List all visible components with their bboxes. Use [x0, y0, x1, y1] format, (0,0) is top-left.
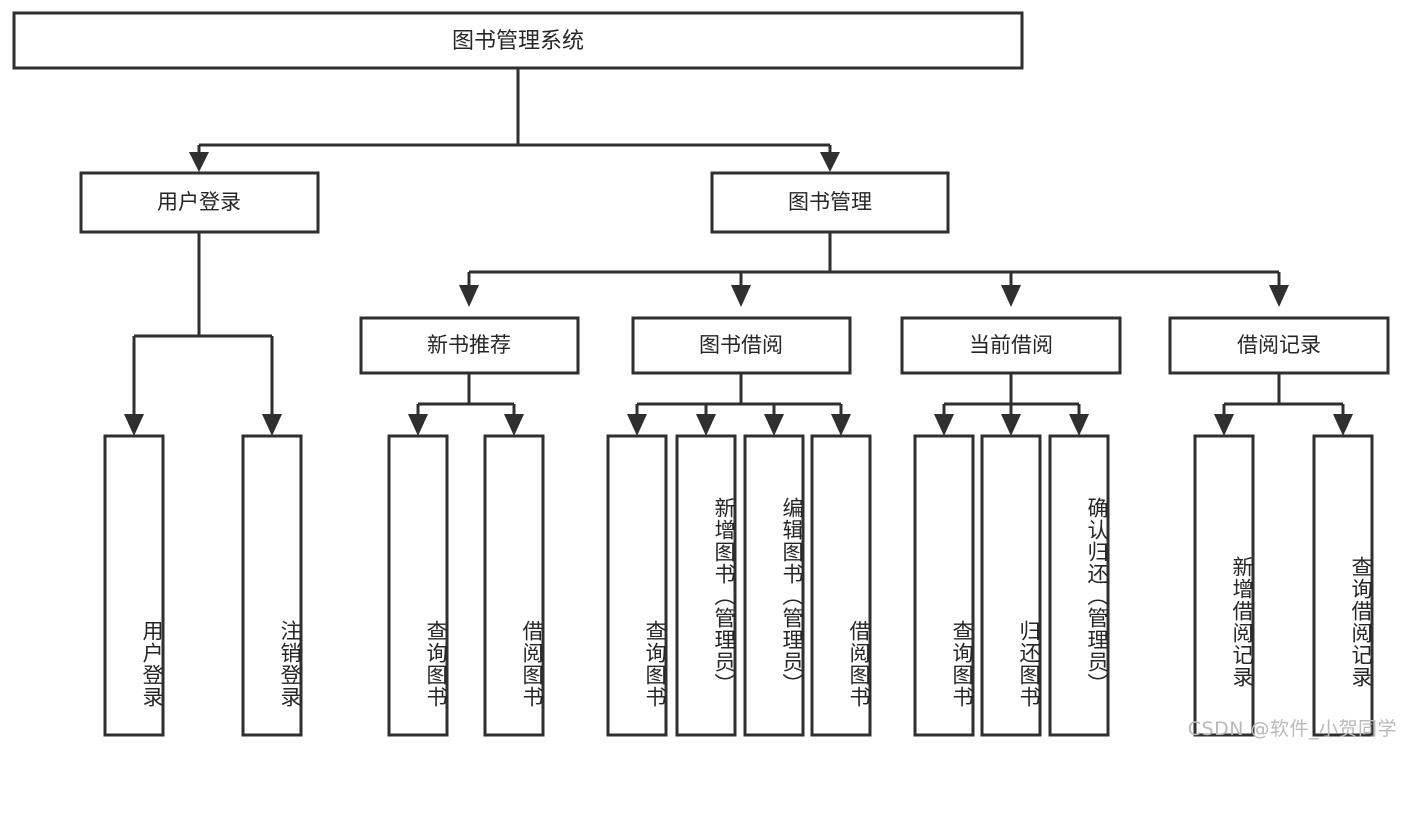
node-user-login-label: 用户登录	[157, 190, 241, 214]
leaf-box-return-book[interactable]	[980, 434, 1042, 737]
node-current-borrow[interactable]: 当前借阅	[900, 316, 1122, 375]
node-book-manage-box[interactable]	[710, 171, 950, 234]
arrow-leaf-user-login-icon	[124, 414, 144, 436]
leaf-box-confirm-return[interactable]	[1048, 434, 1110, 737]
arrow-leaf-return-book-icon	[1001, 414, 1021, 436]
leaf-box-add-book[interactable]	[675, 434, 737, 737]
leaf-box-user-logout[interactable]	[241, 434, 303, 737]
node-current-borrow-box[interactable]	[900, 316, 1122, 375]
arrow-leaf-borrow-book-2-icon	[831, 414, 851, 436]
arrow-book-borrow-icon	[731, 285, 751, 307]
arrow-book-manage-icon	[820, 152, 840, 172]
flowchart-canvas: 图书管理系统 用户登录 图书管理	[12, 11, 1397, 740]
node-root-box[interactable]	[12, 11, 1024, 70]
node-book-manage[interactable]: 图书管理	[710, 171, 950, 234]
node-book-borrow[interactable]: 图书借阅	[631, 316, 852, 375]
leaf-box-user-login[interactable]	[103, 434, 165, 737]
leaf-box-query-book-3[interactable]	[913, 434, 975, 737]
arrow-leaf-add-book-icon	[696, 414, 716, 436]
node-book-borrow-box[interactable]	[631, 316, 852, 375]
watermark-text: CSDN @软件_小贺同学	[1187, 718, 1397, 740]
arrow-leaf-add-record-icon	[1214, 414, 1234, 436]
arrow-new-book-icon	[459, 285, 479, 307]
arrow-leaf-borrow-book-1-icon	[504, 414, 524, 436]
node-new-book-recommend[interactable]: 新书推荐	[359, 316, 580, 375]
arrow-leaf-query-book-2-icon	[627, 414, 647, 436]
leaf-box-query-record[interactable]	[1312, 434, 1374, 737]
arrow-leaf-query-book-1-icon	[408, 414, 428, 436]
arrow-leaf-edit-book-icon	[764, 414, 784, 436]
node-book-borrow-label: 图书借阅	[699, 333, 783, 357]
node-borrow-record-label: 借阅记录	[1237, 333, 1321, 357]
leaf-box-borrow-book-1[interactable]	[483, 434, 545, 737]
arrow-leaf-query-book-3-icon	[934, 414, 954, 436]
arrow-current-borrow-icon	[1001, 285, 1021, 307]
node-current-borrow-label: 当前借阅	[969, 333, 1053, 357]
leaf-box-query-book-2[interactable]	[606, 434, 668, 737]
node-new-book-recommend-label: 新书推荐	[427, 333, 511, 357]
leaf-box-edit-book[interactable]	[743, 434, 805, 737]
node-user-login[interactable]: 用户登录	[79, 171, 320, 234]
leaf-box-borrow-book-2[interactable]	[810, 434, 872, 737]
arrow-leaf-user-logout-icon	[262, 414, 282, 436]
node-root[interactable]: 图书管理系统	[12, 11, 1024, 70]
arrow-borrow-record-icon	[1269, 285, 1289, 307]
leaf-box-query-book-1[interactable]	[387, 434, 449, 737]
node-new-book-recommend-box[interactable]	[359, 316, 580, 375]
node-book-manage-label: 图书管理	[788, 190, 872, 214]
flowchart-svg: 图书管理系统 用户登录 图书管理	[12, 11, 1390, 737]
node-borrow-record-box[interactable]	[1168, 316, 1390, 375]
arrow-leaf-query-record-icon	[1333, 414, 1353, 436]
leaf-box-add-record[interactable]	[1193, 434, 1255, 737]
node-root-label: 图书管理系统	[452, 29, 584, 54]
arrow-user-login-icon	[189, 152, 209, 172]
node-borrow-record[interactable]: 借阅记录	[1168, 316, 1390, 375]
arrow-leaf-confirm-return-icon	[1069, 414, 1089, 436]
